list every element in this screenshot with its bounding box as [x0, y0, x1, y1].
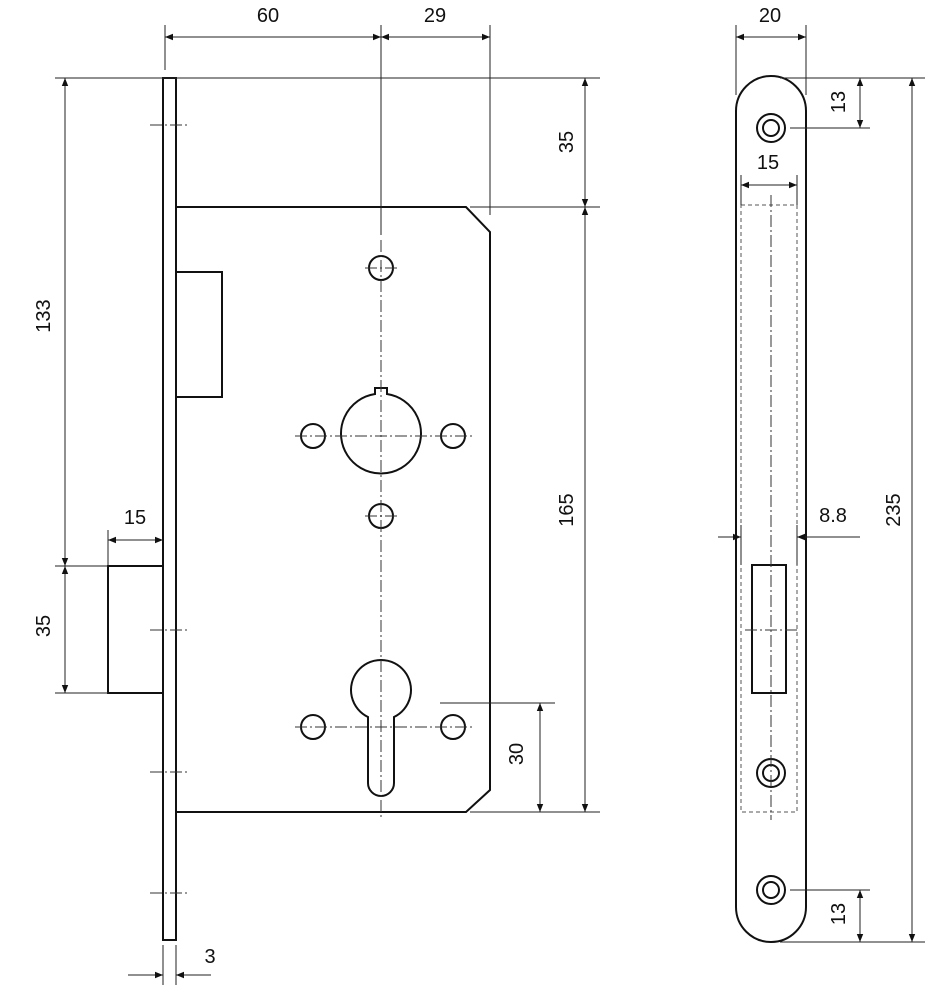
- strike-plate-outline: [735, 75, 807, 943]
- strike-dimension-lines: [718, 33, 916, 942]
- euro-cylinder-hole: [350, 658, 412, 797]
- dim-inner-width: 15: [757, 152, 779, 174]
- strike-box-hidden: [740, 204, 798, 813]
- dim-strike-width: 20: [759, 5, 781, 27]
- faceplate: [162, 77, 177, 941]
- handle-spindle-hole: [340, 387, 422, 475]
- dim-cylinder-offset: 30: [506, 743, 528, 765]
- dim-strike-length: 235: [883, 493, 905, 526]
- dim-body-height: 165: [556, 493, 578, 526]
- deadbolt: [107, 565, 164, 694]
- dim-faceplate-thickness: 3: [204, 946, 215, 968]
- dim-bottom-screw: 13: [828, 903, 850, 925]
- dim-top-screw: 13: [828, 91, 850, 113]
- lock-case: [176, 206, 491, 813]
- extension-lines: [55, 25, 600, 985]
- dimension-lines: [61, 33, 589, 979]
- latch-bolt: [175, 271, 223, 398]
- dim-depth: 8.8: [819, 505, 847, 527]
- dim-bolt-height: 35: [33, 615, 55, 637]
- strike-plate-view: 20 13 15 8.8 235 13: [718, 5, 925, 943]
- dim-faceplate-to-bolt: 133: [33, 299, 55, 332]
- dim-backset: 60: [257, 5, 279, 27]
- mounting-holes: [300, 255, 466, 740]
- bolt-opening: [751, 564, 787, 694]
- lock-body-view: 60 29 35 165 133 35 15 30 3: [33, 5, 600, 985]
- dim-top-offset: 35: [556, 131, 578, 153]
- center-lines: [150, 124, 472, 894]
- dim-nose-to-edge: 29: [424, 5, 446, 27]
- dim-bolt-throw: 15: [124, 507, 146, 529]
